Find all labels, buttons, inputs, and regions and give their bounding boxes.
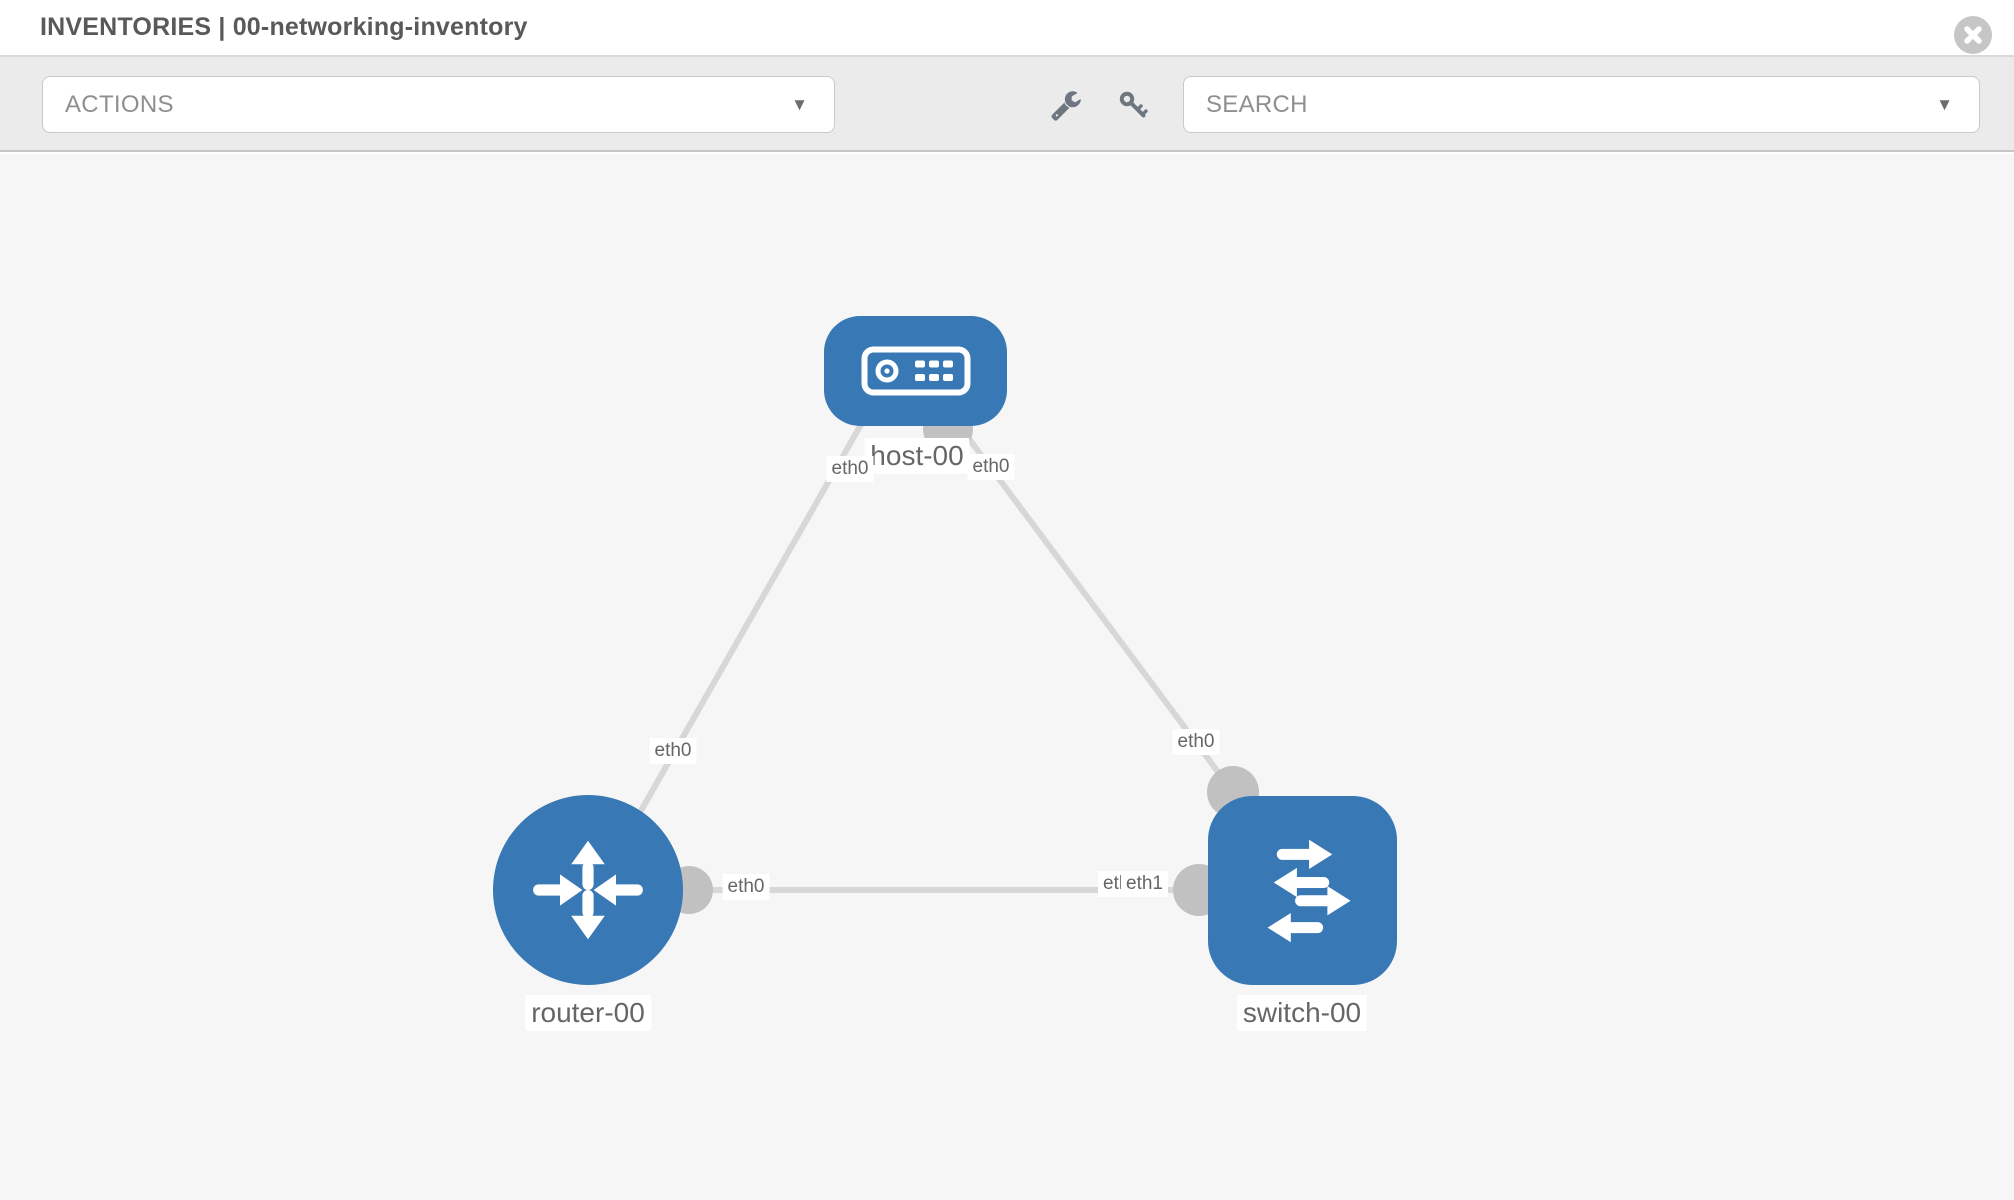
close-button[interactable] xyxy=(1954,16,1992,54)
chevron-down-icon: ▼ xyxy=(791,95,808,114)
header: INVENTORIES | 00-networking-inventory xyxy=(0,0,2014,57)
node-label-switch-00: switch-00 xyxy=(1236,995,1368,1031)
toolbar: ACTIONS ▼ ▼ xyxy=(0,57,2014,152)
wrench-icon xyxy=(1051,91,1081,121)
chevron-down-icon: ▼ xyxy=(1936,95,1953,114)
node-router-00[interactable] xyxy=(493,795,683,985)
router-icon xyxy=(533,840,643,940)
if-label-host-eth0-left: eth0 xyxy=(826,456,874,482)
if-label-switch-eth1-over: eth1 xyxy=(1121,871,1168,897)
page-title: INVENTORIES | 00-networking-inventory xyxy=(40,13,528,41)
if-label-router-eth0-mid: eth0 xyxy=(722,874,770,900)
if-label-switch-eth0-top: eth0 xyxy=(1172,729,1220,755)
actions-dropdown[interactable]: ACTIONS ▼ xyxy=(42,76,835,133)
configure-button[interactable] xyxy=(1048,89,1084,121)
search-dropdown[interactable]: ▼ xyxy=(1183,76,1980,133)
node-switch-00[interactable] xyxy=(1208,796,1397,985)
credentials-button[interactable] xyxy=(1115,89,1151,121)
actions-dropdown-label: ACTIONS xyxy=(65,90,174,118)
key-icon xyxy=(1119,91,1148,118)
topology-links xyxy=(627,398,1236,893)
server-icon xyxy=(861,346,970,396)
if-label-host-eth0-right: eth0 xyxy=(967,454,1015,480)
node-label-router-00: router-00 xyxy=(525,995,651,1031)
search-input[interactable] xyxy=(1206,90,1937,119)
node-label-host-00: host-00 xyxy=(864,438,970,474)
node-host-00[interactable] xyxy=(824,316,1007,426)
topology-canvas[interactable]: host-00 router-00 switch-00 eth0 eth0 et… xyxy=(0,154,2014,1200)
close-icon xyxy=(1964,26,1982,44)
switch-icon xyxy=(1267,839,1351,942)
if-label-router-eth0-top: eth0 xyxy=(649,738,697,764)
